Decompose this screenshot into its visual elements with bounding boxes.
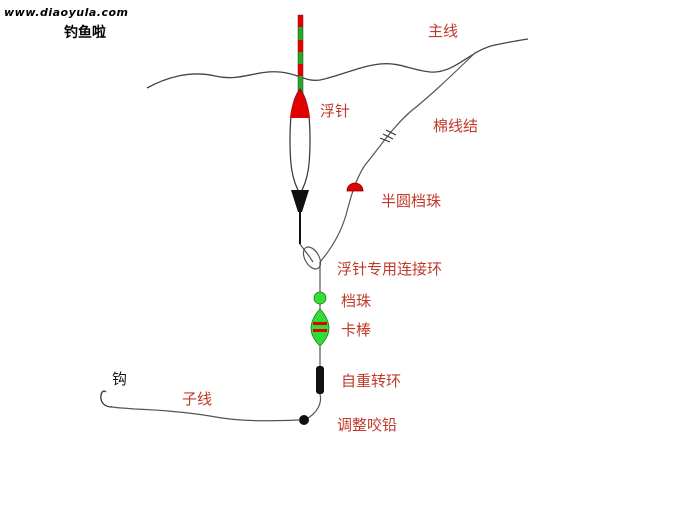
stop-bead [313,291,327,305]
label-cotton-knot: 棉线结 [433,117,479,135]
clip-rod-band [313,329,327,332]
label-swivel-weight: 自重转环 [341,372,402,390]
float-antenna-band [298,15,303,27]
label-half-bead: 半圆档珠 [381,192,442,210]
float-antenna-band [298,40,303,52]
float-black-tail [291,190,309,212]
float-antenna-band [298,64,303,76]
connector-ring [302,246,322,270]
water-surface [146,38,529,89]
watermark-name: 钓鱼啦 [64,25,106,41]
label-leader: 子线 [182,390,213,408]
label-clip-rod: 卡棒 [341,321,372,339]
leader-line [111,406,301,422]
swivel-weight [316,366,324,394]
half-round-bead [346,182,364,192]
label-stop-bead: 档珠 [341,292,372,310]
split-shot [299,415,309,425]
hook [100,390,113,408]
label-float: 浮针 [320,102,351,120]
watermark-url: www.diaoyula.com [4,6,129,19]
label-connector: 浮针专用连接环 [337,260,443,278]
float-red-cap [290,89,310,118]
cotton-knot [379,129,397,143]
main-line [319,51,477,263]
label-hook: 钩 [112,370,128,388]
label-split-shot: 调整咬铅 [337,416,398,434]
clip-rod [310,308,330,347]
rig-lower-line [304,393,322,421]
clip-rod-band [313,322,327,325]
label-main-line: 主线 [428,22,459,40]
float-to-ring [299,243,314,263]
